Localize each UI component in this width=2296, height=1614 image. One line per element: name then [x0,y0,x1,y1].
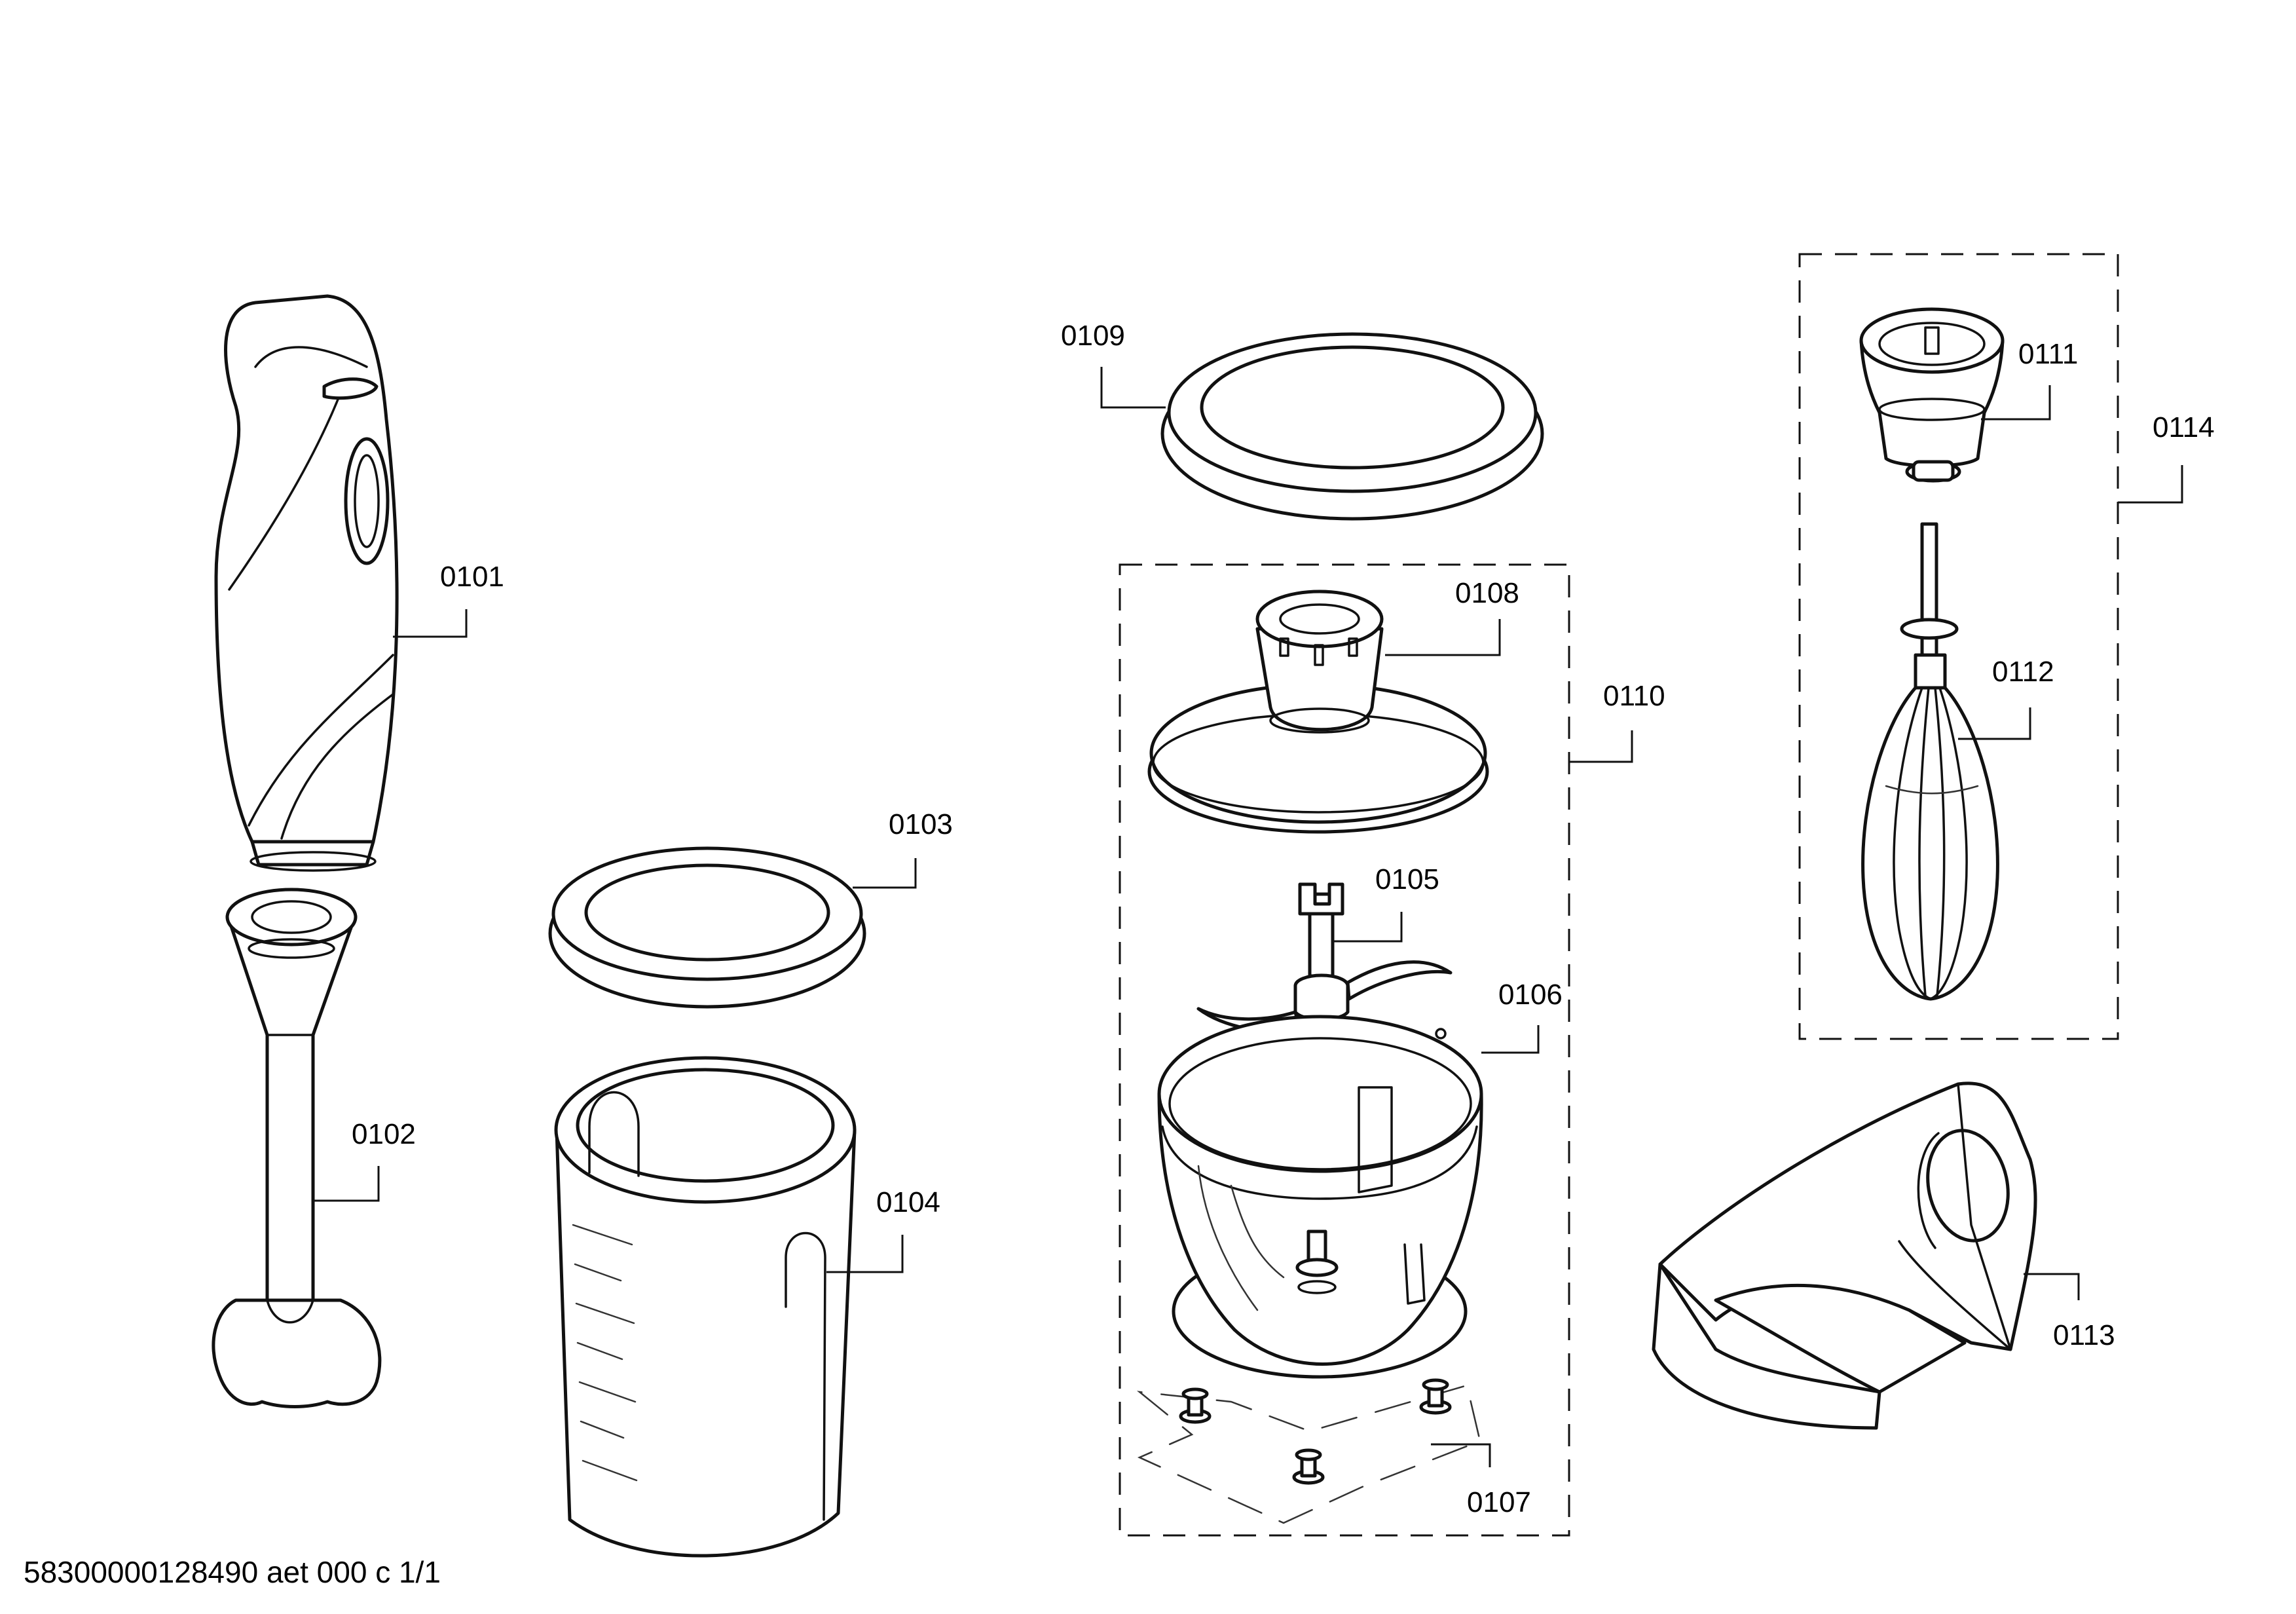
leader-0113 [2024,1273,2080,1300]
wall-bracket-part [1652,1081,2037,1430]
callout-0106: 0106 [1498,979,1563,1011]
leader-0109 [1100,367,1166,409]
anti-slip-feet-part [1136,1378,1481,1524]
gear-cover-part [1147,590,1489,834]
leader-0105 [1333,912,1403,943]
callout-0101: 0101 [440,561,504,593]
callout-0108: 0108 [1455,577,1519,609]
leader-0108 [1385,619,1501,656]
callout-0102: 0102 [352,1118,416,1150]
leader-0103 [853,858,917,889]
leader-0114 [2118,465,2183,504]
group-box-0114 [1798,253,2119,1040]
callout-0112: 0112 [1992,656,2054,688]
whisk-gearbox-part [1859,307,2005,483]
callout-0110: 0110 [1603,680,1665,712]
group-box-0110 [1119,563,1570,1537]
leader-0112 [1958,707,2031,740]
leader-0104 [826,1235,904,1273]
callout-0109: 0109 [1061,320,1125,352]
blender-foot-part [212,888,382,1408]
leader-0111 [1981,385,2051,421]
leader-0110 [1569,730,1633,763]
callout-0113: 0113 [2053,1319,2115,1351]
measuring-beaker-part [554,1056,857,1558]
leader-0101 [393,609,468,638]
foot-1 [1179,1387,1212,1424]
callout-0107: 0107 [1467,1486,1531,1518]
leader-0102 [313,1166,380,1202]
motor-handle-part [214,294,399,872]
document-footer-code: 58300000128490 aet 000 c 1/1 [24,1555,441,1589]
leader-0106 [1481,1025,1540,1054]
callout-0105: 0105 [1375,863,1439,895]
chopper-blade-part [1196,882,1453,1034]
leader-0107 [1431,1443,1491,1467]
foot-2 [1419,1378,1452,1415]
callout-0103: 0103 [889,808,953,840]
beaker-lid-part [548,846,866,1009]
whisk-part [1861,522,1999,1001]
callout-0104: 0104 [876,1186,940,1218]
chopper-bowl-part [1157,1015,1483,1379]
foot-3 [1292,1448,1325,1485]
callout-0111: 0111 [2018,338,2078,370]
chopper-lid-part [1160,332,1544,521]
callout-0114: 0114 [2153,411,2215,443]
